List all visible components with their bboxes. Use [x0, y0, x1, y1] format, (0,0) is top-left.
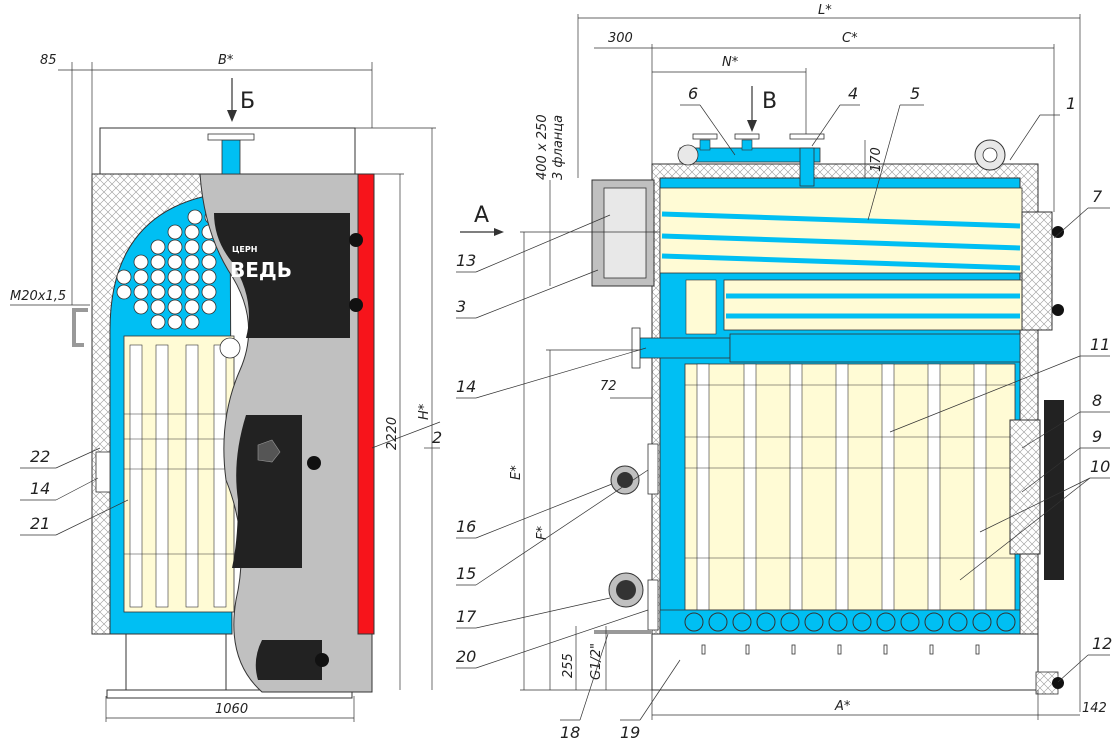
- hatch-20: [647, 579, 659, 631]
- dim-72: 72: [600, 379, 617, 394]
- firebox-grid-right: [685, 363, 1015, 611]
- front-view: ЦЕРН ВЕДЬ Б 85 B* M20x1,5 2220 H* 1060: [10, 53, 442, 722]
- arrow-v-head: [747, 120, 757, 132]
- callout-1: 1: [1066, 94, 1076, 113]
- callout-leaders-right: [456, 104, 1110, 721]
- callout-10: 10: [1090, 457, 1110, 476]
- outlet-flange: [631, 327, 641, 369]
- base-plate: [106, 689, 353, 699]
- dim-255: 255: [561, 653, 576, 678]
- top-flange: [207, 133, 255, 141]
- logo-line1: ЦЕРН: [232, 245, 257, 254]
- callout-2: 2: [432, 428, 442, 447]
- door-handles: [307, 233, 363, 667]
- dim-flange: 400 x 250: [535, 114, 550, 180]
- dim-flange2: 3 фланца: [551, 115, 566, 180]
- convective-tubes: [659, 187, 1023, 335]
- dim-142: 142: [1082, 701, 1107, 716]
- callout-8: 8: [1092, 391, 1102, 410]
- side-dimensions: [520, 14, 1081, 720]
- loading-door: [1009, 419, 1041, 555]
- lower-door: [255, 640, 322, 680]
- callout-17: 17: [456, 607, 477, 626]
- side-view: А В L* 300 C* N* 400 x 250 3 фланца 170 …: [456, 3, 1112, 742]
- outlet-manifold: [729, 333, 1021, 363]
- outlet-pipe: [639, 337, 731, 359]
- dim-a: A*: [834, 699, 851, 714]
- dim-h: H*: [417, 403, 432, 420]
- firebox-grid-left: [124, 344, 234, 608]
- dim-n: N*: [722, 55, 739, 70]
- fan-17-hub: [616, 580, 636, 600]
- arrow-b-head: [227, 110, 237, 122]
- callout-4: 4: [848, 84, 858, 103]
- handle-12: [1052, 677, 1064, 689]
- flue-opening: [603, 187, 647, 279]
- callout-9: 9: [1092, 427, 1102, 446]
- callout-20: 20: [456, 647, 476, 666]
- logo-line2: ВЕДЬ: [230, 258, 292, 282]
- callout-3: 3: [456, 297, 466, 316]
- upper-door: [214, 213, 350, 338]
- handle-7b: [1052, 304, 1064, 316]
- peephole: [257, 439, 281, 463]
- callout-18: 18: [560, 723, 580, 742]
- dim-85: 85: [40, 53, 57, 68]
- callout-14: 14: [456, 377, 476, 396]
- sensor-sleeve: [72, 308, 88, 347]
- view-a-label: А: [474, 203, 489, 228]
- dim-1060: 1060: [215, 702, 248, 717]
- dim-c: C*: [842, 31, 858, 46]
- dim-b: B*: [218, 53, 234, 68]
- callout-19: 19: [620, 723, 640, 742]
- door-frame-dark: [1044, 400, 1064, 580]
- arrow-a-head: [494, 228, 504, 236]
- drain-pipe: [594, 630, 652, 634]
- top-pipe: [221, 139, 241, 175]
- dim-l: L*: [818, 3, 832, 18]
- dim-170: 170: [869, 147, 884, 172]
- front-dimensions: [10, 62, 436, 722]
- dim-f: F*: [535, 526, 550, 540]
- callout-12: 12: [1092, 634, 1112, 653]
- callout-11: 11: [1090, 335, 1110, 354]
- callout-6: 6: [688, 84, 698, 103]
- lifting-eye-hole: [982, 147, 998, 163]
- callout-7: 7: [1092, 187, 1103, 206]
- cleaning-door: [1021, 211, 1053, 331]
- dim-m20: M20x1,5: [10, 289, 66, 304]
- middle-door: [232, 415, 302, 568]
- ash-pit: [651, 633, 1039, 691]
- firebox-right: [684, 363, 1016, 611]
- callout-21: 21: [30, 514, 50, 533]
- fan-16-hub: [617, 472, 633, 488]
- hatch-15-right: [647, 443, 659, 495]
- dim-2220: 2220: [385, 417, 400, 450]
- view-v-label: В: [762, 89, 777, 114]
- callout-leaders-left: [20, 421, 441, 536]
- callout-16: 16: [456, 517, 476, 536]
- dim-g12: G1/2": [589, 643, 604, 680]
- side-hatch-15: [95, 451, 111, 493]
- side-panel: [357, 173, 375, 635]
- callout-15-right: 15: [456, 564, 476, 583]
- callout-22: 22: [30, 447, 50, 466]
- dim-300: 300: [608, 31, 633, 46]
- ash-slots: [701, 644, 980, 655]
- dim-e: E*: [509, 465, 524, 480]
- bottom-tubes: [684, 612, 1016, 632]
- callout-13: 13: [456, 251, 476, 270]
- top-manifold: [677, 133, 825, 187]
- left-leg: [125, 632, 227, 691]
- view-b-label: Б: [240, 89, 255, 114]
- callout-5: 5: [910, 84, 920, 103]
- handle-7a: [1052, 226, 1064, 238]
- callout-15: 14: [30, 479, 50, 498]
